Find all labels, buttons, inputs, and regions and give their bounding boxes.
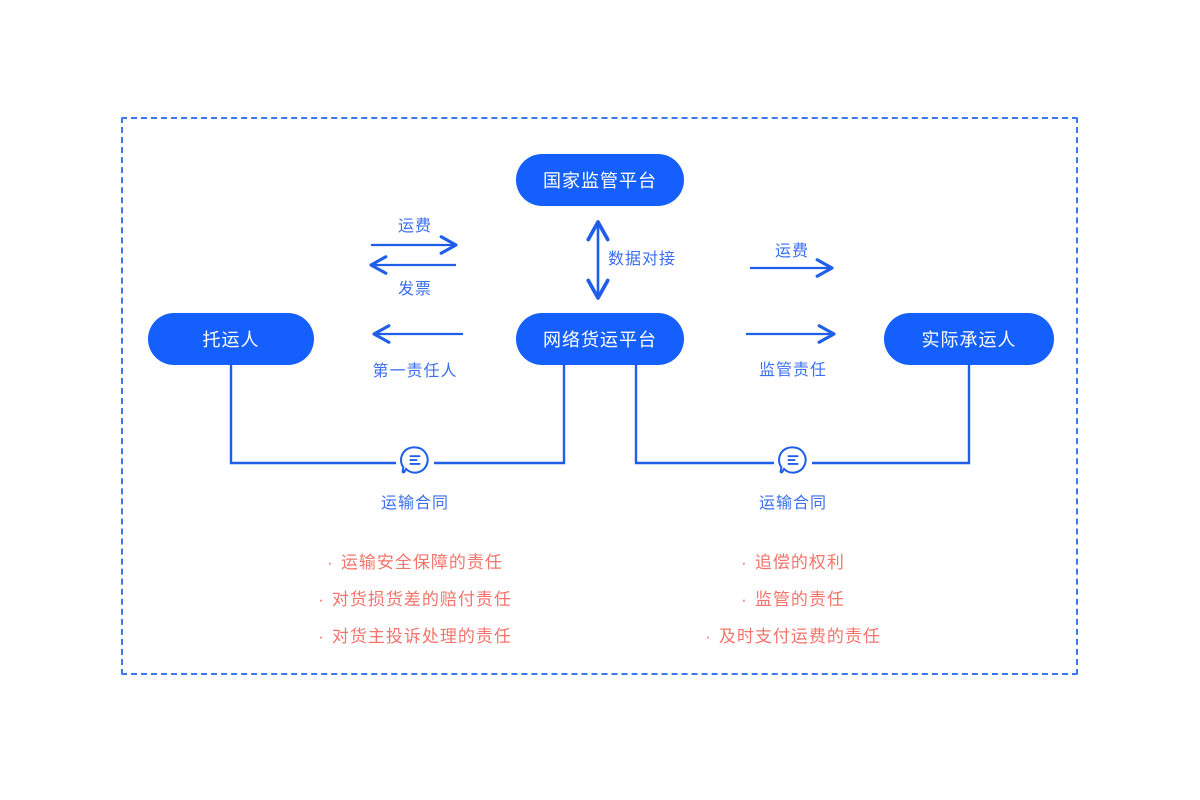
edge-label-freight-left: 运费	[397, 218, 432, 235]
responsibility-list-right: · 追偿的权利 · 监管的责任 · 及时支付运费的责任	[705, 544, 881, 655]
list-item-label: 对货主投诉处理的责任	[331, 627, 512, 646]
node-online-freight-platform[interactable]: 网络货运平台	[516, 313, 684, 365]
list-item: · 及时支付运费的责任	[705, 618, 881, 655]
edge-label-first-liable-party: 第一责任人	[372, 363, 458, 380]
list-item-label: 运输安全保障的责任	[340, 553, 503, 572]
list-item: · 运输安全保障的责任	[318, 544, 512, 581]
bracket-contract-left	[229, 365, 566, 465]
list-item: · 对货损货差的赔付责任	[318, 581, 512, 618]
node-label: 国家监管平台	[543, 171, 657, 191]
contract-caption: 运输合同	[380, 495, 449, 512]
list-item-label: 追偿的权利	[754, 553, 845, 572]
node-shipper[interactable]: 托运人	[148, 313, 314, 365]
node-label: 网络货运平台	[543, 330, 657, 350]
contract-group-right: 运输合同	[733, 445, 853, 513]
edge-label-freight-right: 运费	[774, 243, 809, 260]
bracket-contract-right	[634, 365, 971, 465]
edge-label-supervision-duty: 监管责任	[758, 362, 827, 379]
list-item: · 对货主投诉处理的责任	[318, 618, 512, 655]
list-item-label: 及时支付运费的责任	[718, 627, 881, 646]
diagram-dashed-frame	[121, 117, 1078, 675]
bullet-marker: ·	[318, 590, 325, 609]
contract-document-icon[interactable]	[778, 445, 808, 475]
node-national-regulatory-platform[interactable]: 国家监管平台	[516, 154, 684, 206]
edge-label-invoice-left: 发票	[397, 281, 432, 298]
contract-document-icon[interactable]	[400, 445, 430, 475]
node-label: 实际承运人	[921, 330, 1017, 350]
bullet-marker: ·	[327, 553, 334, 572]
list-item: · 监管的责任	[705, 581, 881, 618]
bullet-marker: ·	[741, 590, 748, 609]
responsibility-list-left: · 运输安全保障的责任 · 对货损货差的赔付责任 · 对货主投诉处理的责任	[318, 544, 512, 655]
bullet-marker: ·	[318, 627, 325, 646]
contract-group-left: 运输合同	[355, 445, 475, 513]
list-item: · 追偿的权利	[705, 544, 881, 581]
edge-label-data-link: 数据对接	[608, 251, 677, 268]
bullet-marker: ·	[705, 627, 712, 646]
contract-caption: 运输合同	[758, 495, 827, 512]
bullet-marker: ·	[741, 553, 748, 572]
list-item-label: 对货损货差的赔付责任	[331, 590, 512, 609]
node-label: 托运人	[202, 330, 260, 350]
list-item-label: 监管的责任	[754, 590, 845, 609]
node-actual-carrier[interactable]: 实际承运人	[884, 313, 1054, 365]
